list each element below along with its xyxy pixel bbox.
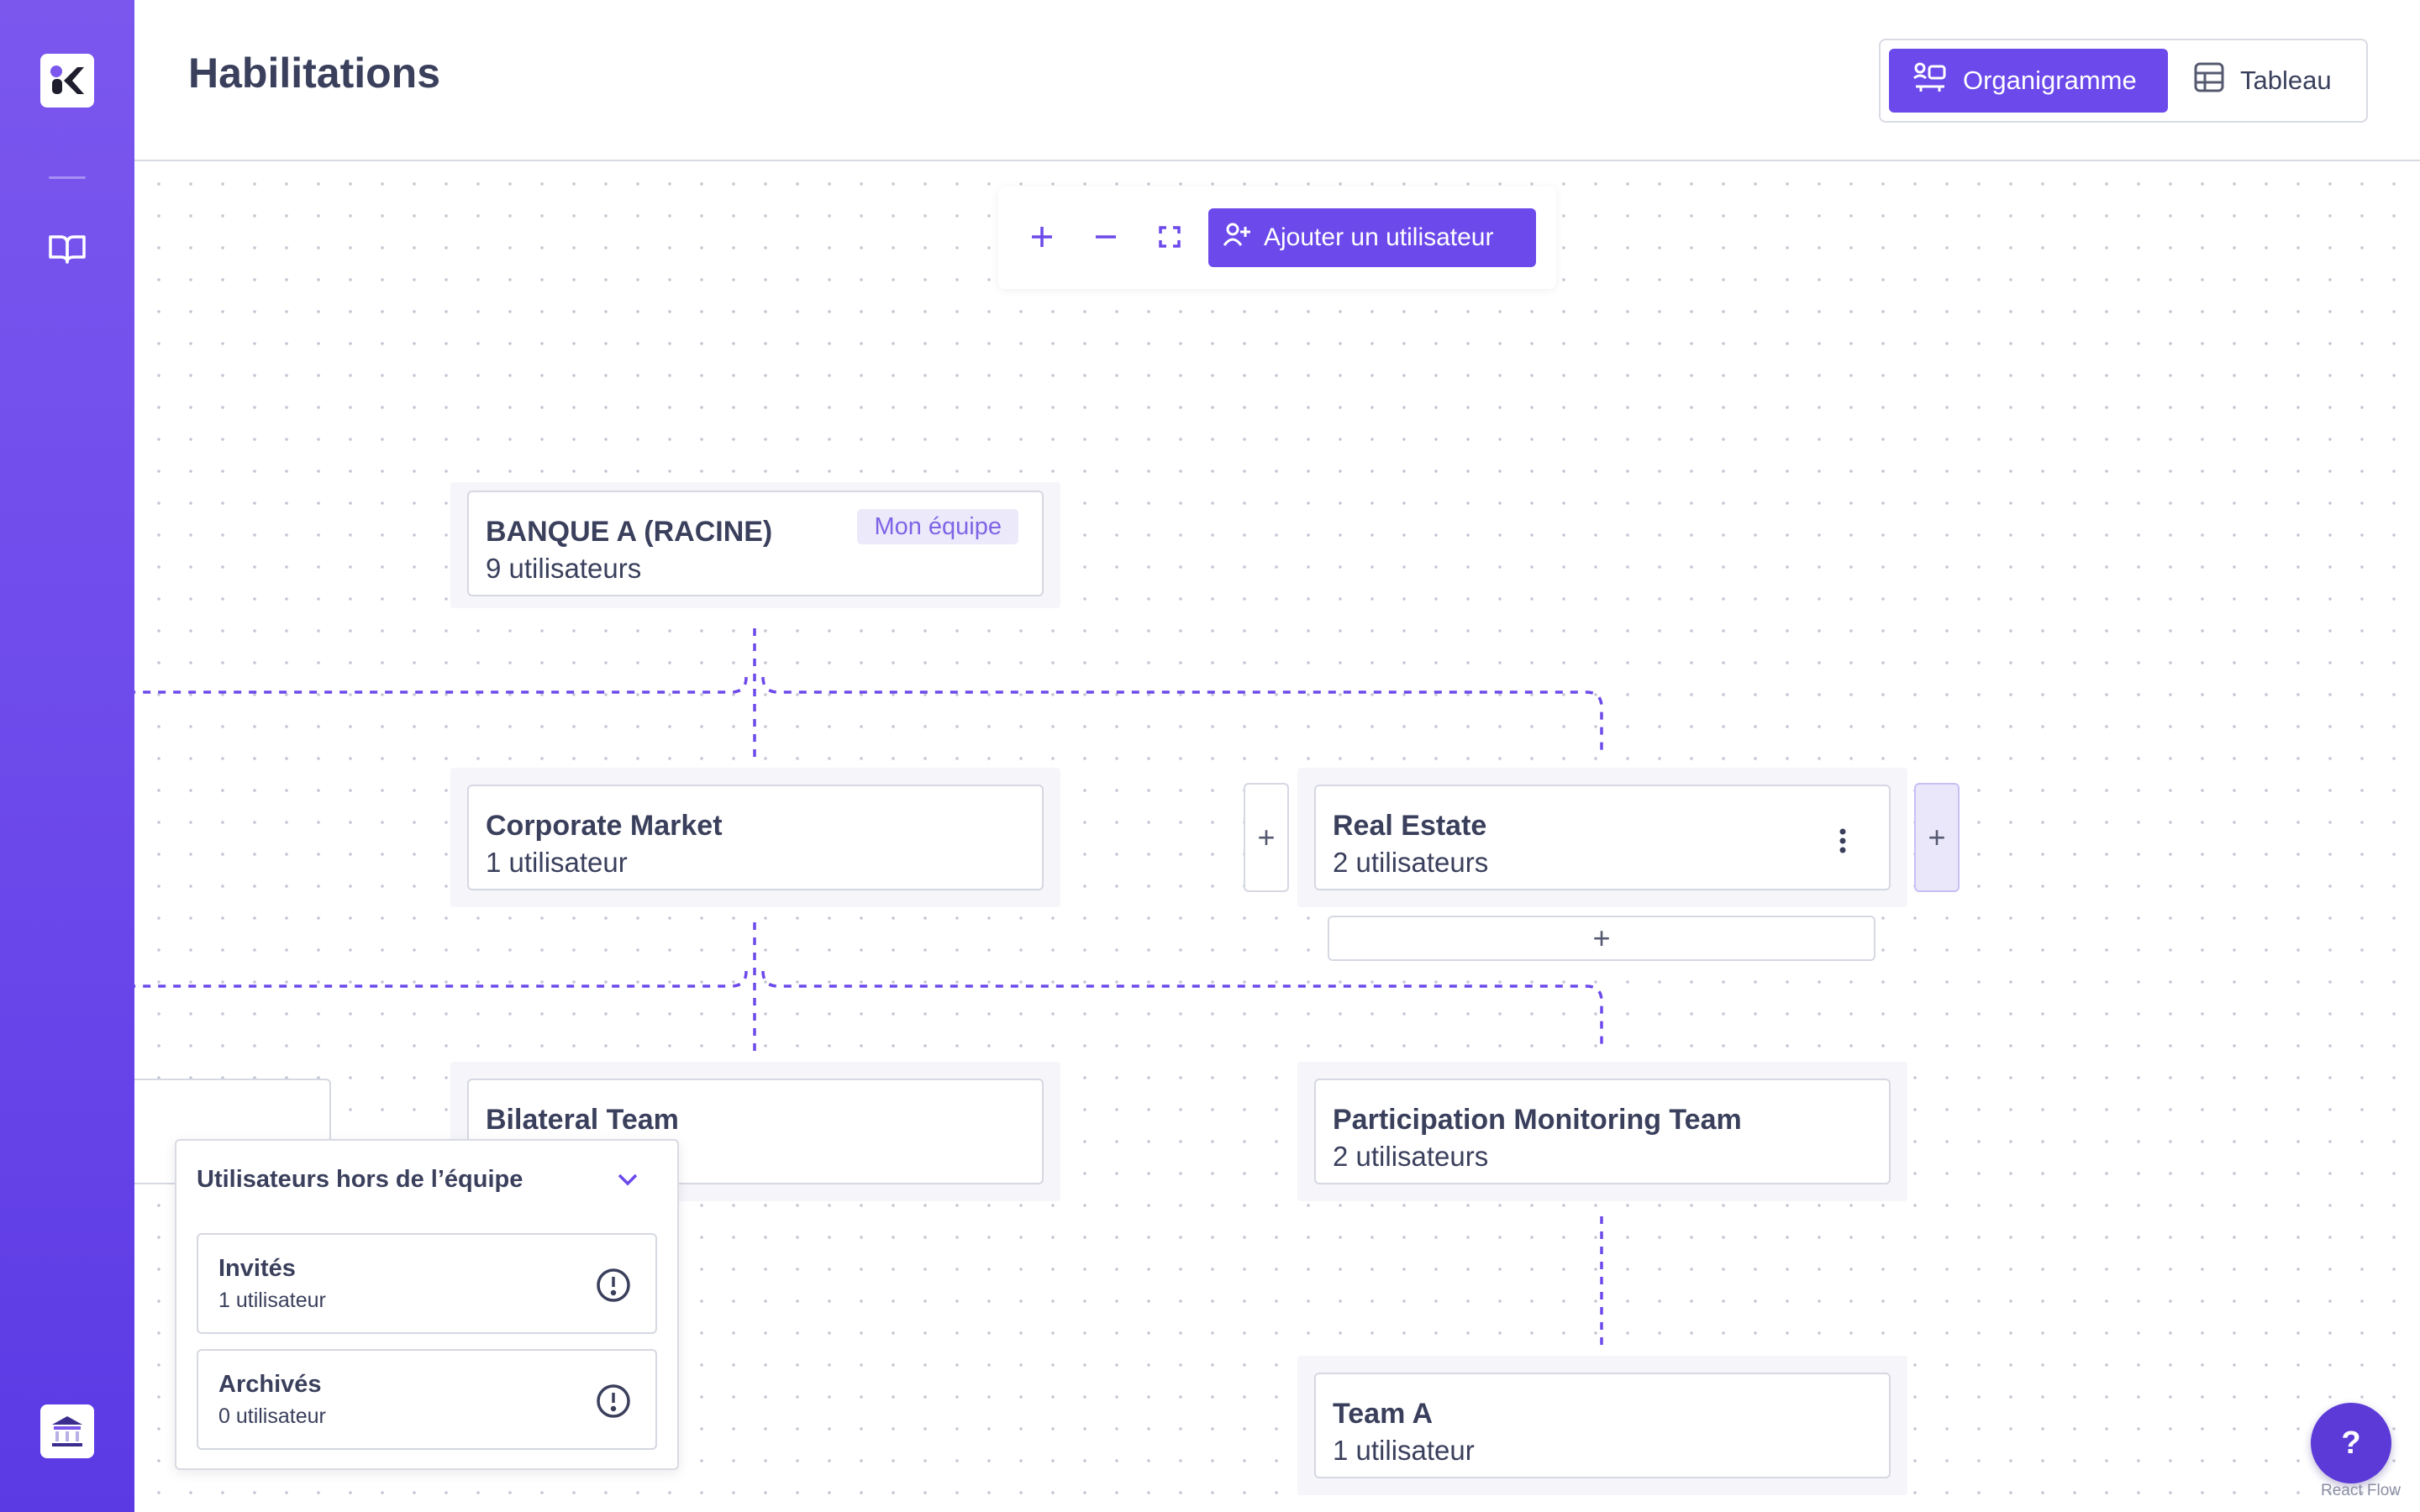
node-user-count: 1 utilisateur	[1333, 1435, 1475, 1466]
edge-root-left	[134, 676, 748, 694]
my-team-badge: Mon équipe	[857, 509, 1018, 544]
table-icon	[2193, 61, 2240, 100]
edge-corporate-left	[134, 970, 748, 988]
org-chart-edges	[134, 628, 1603, 1347]
add-child-button[interactable]: +	[1328, 916, 1876, 961]
react-flow-attribution[interactable]: React Flow	[2321, 1482, 2402, 1499]
view-org-chart-label: Organigramme	[1963, 66, 2137, 95]
view-org-chart-button[interactable]: Organigramme	[1889, 49, 2168, 113]
card-count: 1 utilisateur	[218, 1289, 326, 1312]
info-icon[interactable]	[595, 1267, 632, 1304]
edge-corporate-right	[761, 970, 1603, 1050]
zoom-in-icon[interactable]	[1017, 212, 1067, 262]
book-icon[interactable]	[47, 232, 87, 265]
add-sibling-right-button[interactable]: +	[1914, 783, 1960, 892]
node-name: Real Estate	[1333, 810, 1487, 842]
logo-icon[interactable]	[40, 54, 94, 108]
node-team-a[interactable]: Team A 1 utilisateur	[1314, 1373, 1891, 1478]
edge-root-right	[761, 676, 1603, 756]
help-button[interactable]: ?	[2311, 1403, 2391, 1483]
node-participation-monitoring[interactable]: Participation Monitoring Team 2 utilisat…	[1314, 1079, 1891, 1184]
card-name: Invités	[218, 1255, 296, 1282]
org-chart-canvas[interactable]: Ajouter un utilisateur BANQUE A (RACINE)…	[134, 163, 2420, 1512]
fit-view-icon[interactable]	[1144, 212, 1195, 262]
card-count: 0 utilisateur	[218, 1404, 326, 1428]
node-bilateral-team[interactable]: Bilateral Team	[467, 1079, 1044, 1184]
page-header: Habilitations Organigramme Tableau	[134, 0, 2420, 161]
node-name: Team A	[1333, 1398, 1434, 1430]
node-name: Bilateral Team	[486, 1104, 679, 1136]
bank-icon[interactable]	[40, 1404, 94, 1458]
node-root[interactable]: BANQUE A (RACINE) 9 utilisateurs Mon équ…	[467, 491, 1044, 596]
archived-card[interactable]: Archivés 0 utilisateur	[197, 1349, 657, 1450]
node-real-estate[interactable]: Real Estate 2 utilisateurs	[1314, 785, 1891, 890]
view-table-button[interactable]: Tableau	[2176, 49, 2353, 113]
card-name: Archivés	[218, 1371, 322, 1398]
add-user-icon	[1223, 222, 1264, 254]
outside-users-title: Utilisateurs hors de l’équipe	[197, 1166, 523, 1193]
node-corporate-market[interactable]: Corporate Market 1 utilisateur	[467, 785, 1044, 890]
node-name: BANQUE A (RACINE)	[486, 516, 773, 548]
view-toggle: Organigramme Tableau	[1879, 39, 2368, 123]
flow-toolbar: Ajouter un utilisateur	[998, 186, 1556, 289]
view-table-label: Tableau	[2240, 66, 2332, 95]
add-user-label: Ajouter un utilisateur	[1264, 223, 1494, 251]
sidebar	[0, 0, 134, 1512]
add-sibling-left-button[interactable]: +	[1244, 783, 1289, 892]
node-user-count: 1 utilisateur	[486, 847, 628, 878]
chevron-down-icon[interactable]	[615, 1171, 640, 1188]
node-name: Participation Monitoring Team	[1333, 1104, 1742, 1136]
info-icon[interactable]	[595, 1383, 632, 1420]
guests-card[interactable]: Invités 1 utilisateur	[197, 1233, 657, 1334]
kebab-icon[interactable]	[1839, 828, 1847, 853]
node-user-count: 2 utilisateurs	[1333, 847, 1489, 878]
zoom-out-icon[interactable]	[1081, 212, 1131, 262]
outside-users-panel: Utilisateurs hors de l’équipe Invités 1 …	[175, 1139, 679, 1470]
node-name: Corporate Market	[486, 810, 723, 842]
node-user-count: 2 utilisateurs	[1333, 1141, 1489, 1172]
add-user-button[interactable]: Ajouter un utilisateur	[1208, 208, 1536, 267]
node-user-count: 9 utilisateurs	[486, 553, 642, 584]
sidebar-divider	[49, 176, 86, 179]
org-chart-icon	[1912, 61, 1963, 100]
page-title: Habilitations	[188, 50, 441, 97]
